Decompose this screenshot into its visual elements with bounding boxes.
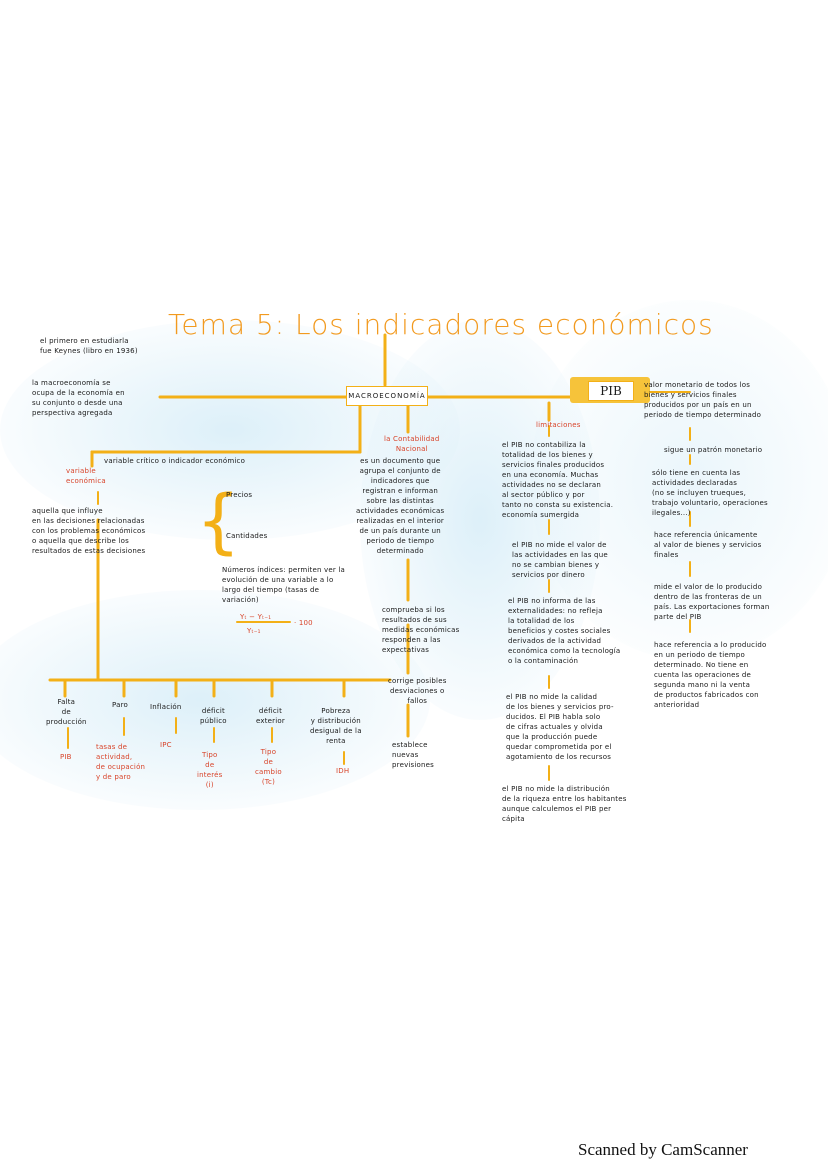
scanner-watermark: Scanned by CamScanner <box>578 1140 748 1159</box>
caracteristica-3: hace referencia únicamente al valor de b… <box>654 531 762 559</box>
variable-types-brace: { <box>196 480 241 562</box>
limitacion-1: el PIB no contabiliza la totalidad de lo… <box>502 441 614 519</box>
problem-pobreza: Pobreza y distribución desigual de la re… <box>310 707 362 745</box>
indicator-tipo-interes: Tipo de interés (i) <box>197 751 223 789</box>
caracteristica-1: sigue un patrón monetario <box>664 446 763 454</box>
caracteristica-2: sólo tiene en cuenta las actividades dec… <box>652 469 768 517</box>
macroeconomia-node: MACROECONOMÍA <box>346 386 428 406</box>
macro-definition: la macroeconomía se ocupa de la economía… <box>32 379 125 417</box>
problem-falta-produccion: Falta de producción <box>46 698 87 726</box>
problem-paro: Paro <box>112 701 129 709</box>
indicator-tipo-cambio: Tipo de cambio (Tc) <box>255 748 282 786</box>
indicator-ipc: IPC <box>160 741 172 749</box>
indicator-idh: IDH <box>336 767 350 775</box>
page-title: Tema 5: Los indicadores económicos <box>168 308 714 341</box>
variable-economica-label: variable económica <box>66 467 106 485</box>
formula-multiplier: · 100 <box>294 619 313 627</box>
problem-inflacion: Inflación <box>150 703 182 711</box>
caracteristica-4: mide el valor de lo producido dentro de … <box>654 583 770 621</box>
indicator-pib: PIB <box>60 753 72 761</box>
formula-numerator: Yₜ − Yₜ₋₁ <box>240 613 272 621</box>
pib-node: PIB <box>588 381 634 401</box>
variable-critico: variable crítico o indicador económico <box>104 457 246 465</box>
pib-definition: valor monetario de todos los bienes y se… <box>644 381 762 419</box>
keynes-note: el primero en estudiarla fue Keynes (lib… <box>40 337 138 355</box>
limitacion-2: el PIB no mide el valor de las actividad… <box>512 541 608 579</box>
contabilidad-definition: es un documento que agrupa el conjunto d… <box>356 457 445 555</box>
pib-label: PIB <box>600 384 622 398</box>
problem-deficit-publico: déficit público <box>200 707 227 725</box>
problem-deficit-exterior: déficit exterior <box>256 707 285 725</box>
numeros-indices-item: Números índices: permiten ver la evoluci… <box>222 566 346 604</box>
corrige-step: corrige posibles desviaciones o fallos <box>388 677 447 705</box>
variable-definition: aquella que influye en las decisiones re… <box>32 507 146 555</box>
limitacion-4: el PIB no mide la calidad de los bienes … <box>506 693 614 761</box>
contabilidad-label: la Contabilidad Nacional <box>384 435 440 453</box>
limitacion-5: el PIB no mide la distribución de la riq… <box>502 785 627 823</box>
indicator-tasas: tasas de actividad, de ocupación y de pa… <box>96 743 146 781</box>
macroeconomia-label: MACROECONOMÍA <box>348 392 426 400</box>
caracteristica-5: hace referencia a lo producido en un per… <box>654 641 767 709</box>
precios-item: Precios <box>226 491 253 499</box>
limitacion-3: el PIB no informa de las externalidades:… <box>508 597 621 665</box>
formula-denominator: Yₜ₋₁ <box>247 627 261 635</box>
establece-step: establece nuevas previsiones <box>392 741 435 769</box>
cantidades-item: Cantidades <box>226 532 268 540</box>
comprueba-step: comprueba si los resultados de sus medid… <box>382 606 460 654</box>
limitaciones-label: limitaciones <box>536 421 581 429</box>
